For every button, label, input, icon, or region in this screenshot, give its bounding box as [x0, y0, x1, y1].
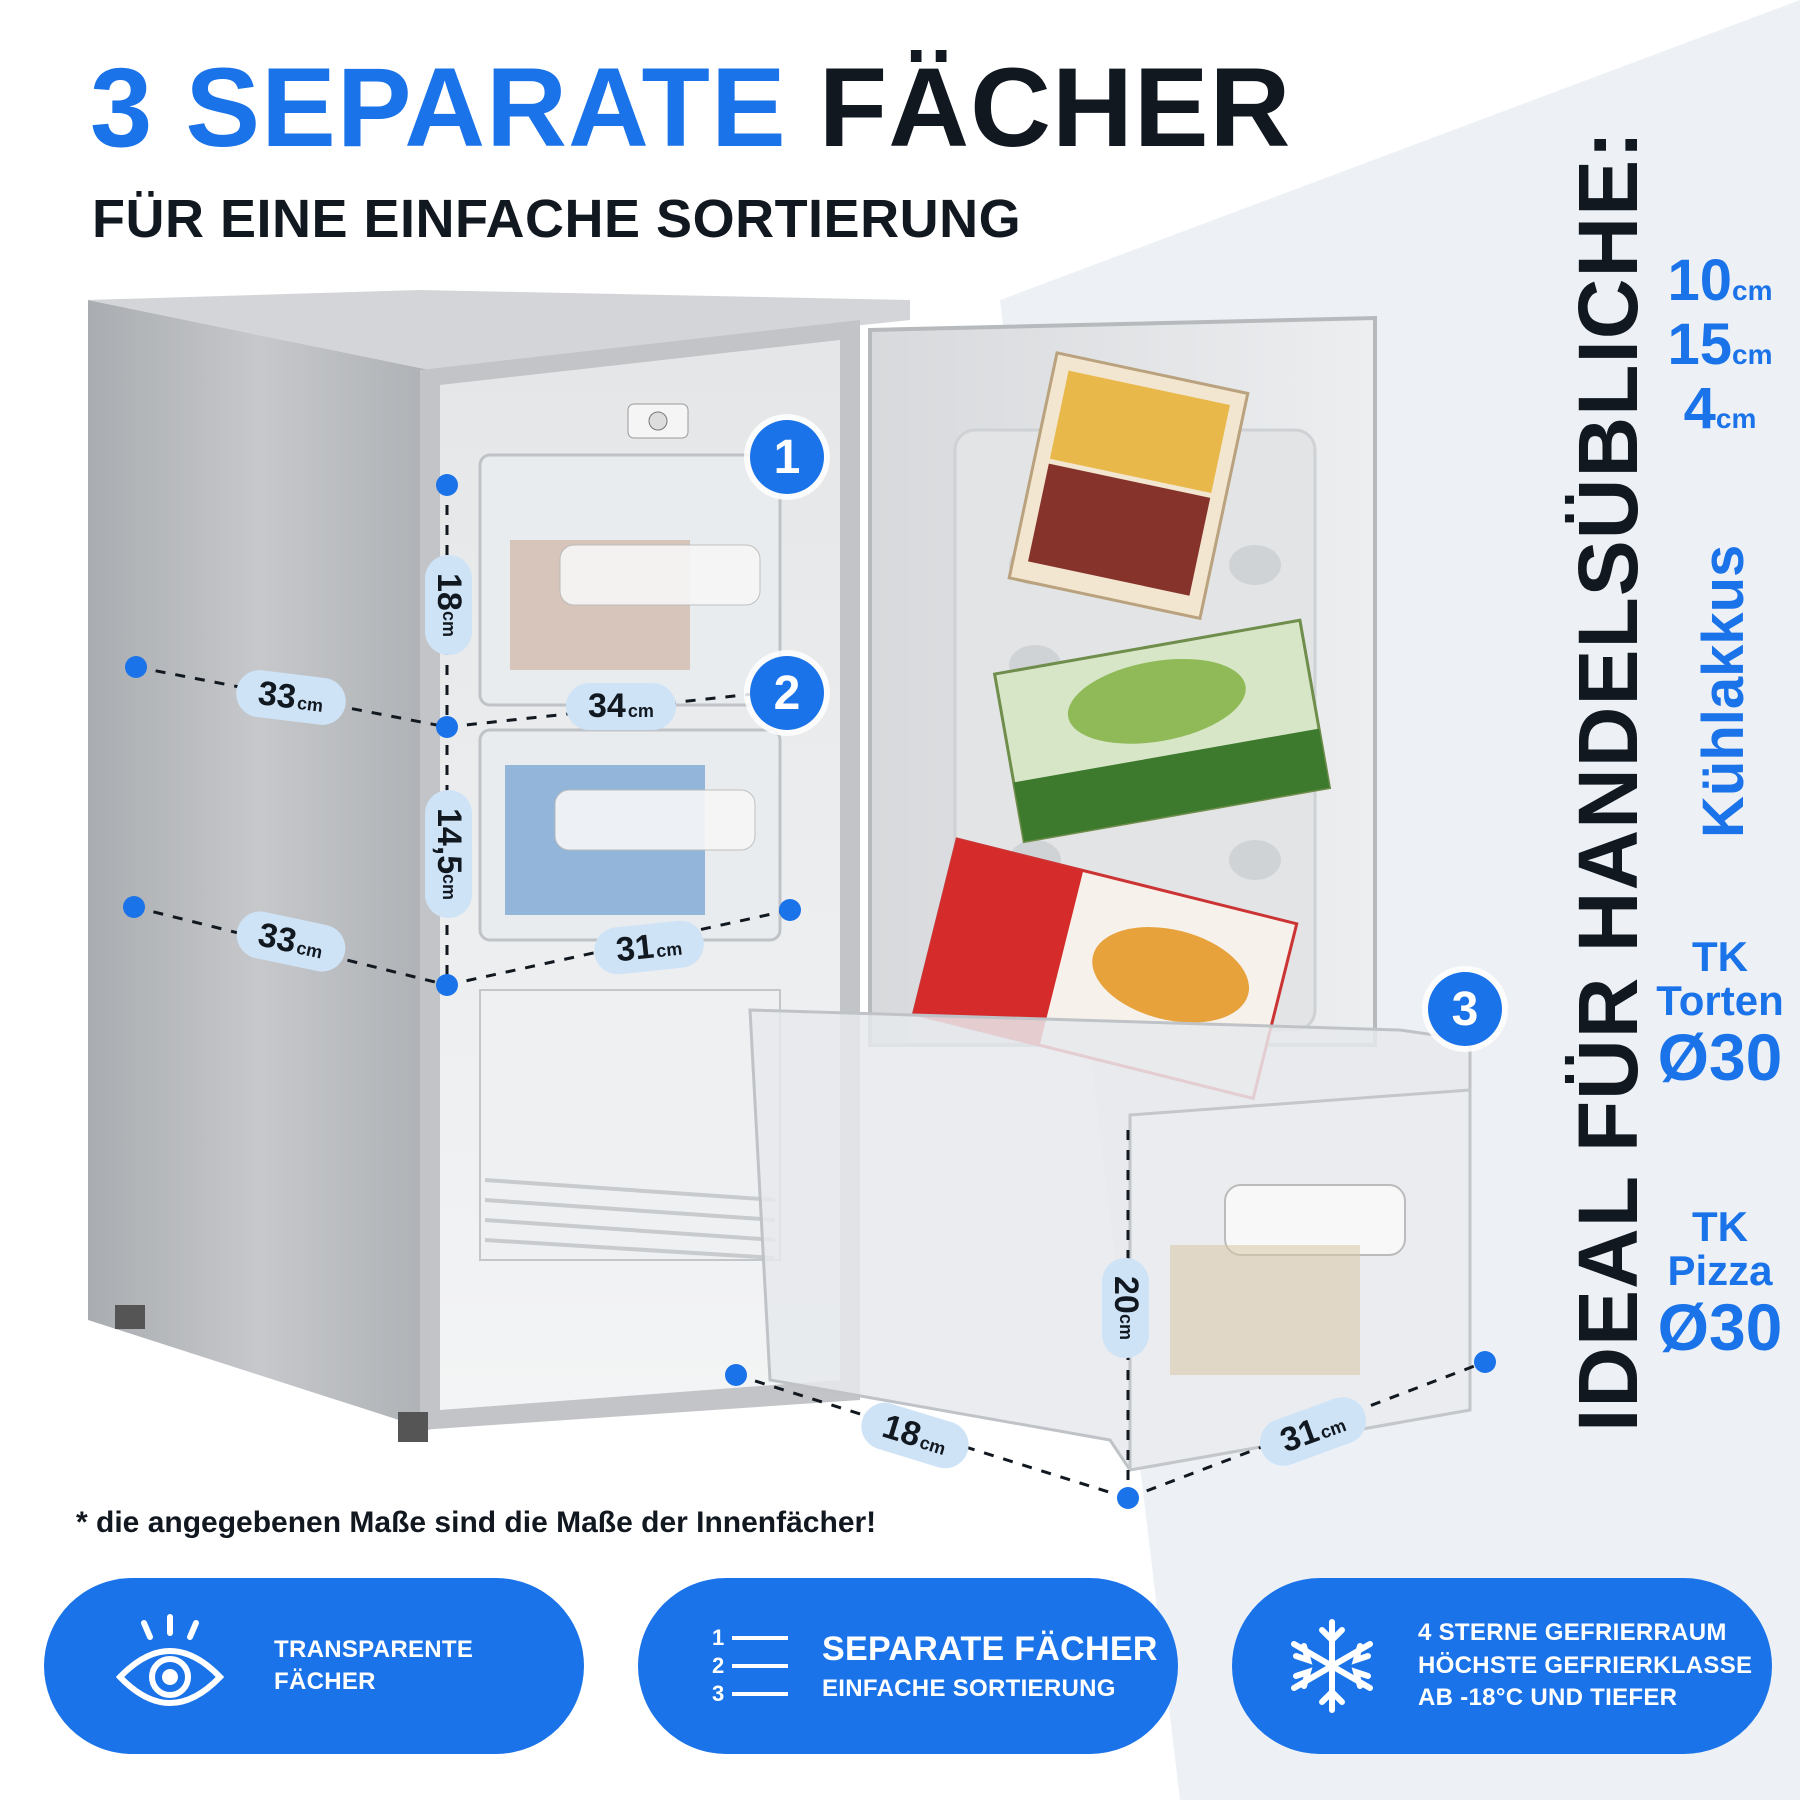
footnote: * die angegebenen Maße sind die Maße der… — [76, 1506, 877, 1539]
feature-separate: 1 2 3 SEPARATE FÄCHER EINFACHE SORTIERUN… — [638, 1578, 1178, 1754]
kuehlakkus-label: Kühlakkus — [1691, 544, 1756, 838]
feature-transparent-text: TRANSPARENTE FÄCHER — [274, 1635, 474, 1695]
numbered-list-icon: 1 2 3 — [712, 1624, 792, 1708]
freezer-top — [88, 290, 910, 370]
food-box-pommes — [1007, 351, 1250, 621]
subtitle: FÜR EINE EINFACHE SORTIERUNG — [92, 189, 1022, 249]
eye-icon — [115, 1614, 225, 1706]
marker-drawer-3: 3 — [1428, 972, 1502, 1046]
size-10cm: 10cm — [1667, 248, 1773, 313]
freezer-side — [88, 300, 430, 1430]
title-highlight: 3 SEPARATE — [90, 45, 787, 170]
marker-drawer-1: 1 — [750, 420, 824, 494]
size-4cm: 4cm — [1683, 376, 1757, 441]
feature-transparent: TRANSPARENTE FÄCHER — [44, 1578, 584, 1754]
tk-torten: TK Torten Ø30 — [1656, 933, 1784, 1095]
tk-pizza: TK Pizza Ø30 — [1657, 1203, 1783, 1365]
snowflake-icon — [1291, 1619, 1373, 1713]
feature-freezing-text: 4 STERNE GEFRIERRAUM HÖCHSTE GEFRIERKLAS… — [1418, 1619, 1753, 1712]
main-title: 3 SEPARATE FÄCHER — [90, 52, 1291, 164]
feature-freezing: 4 STERNE GEFRIERRAUM HÖCHSTE GEFRIERKLAS… — [1232, 1578, 1772, 1754]
food-box-erbsen — [992, 618, 1332, 844]
marker-drawer-2: 2 — [750, 656, 824, 730]
feature-separate-text: SEPARATE FÄCHER EINFACHE SORTIERUNG — [822, 1629, 1158, 1702]
size-15cm: 15cm — [1667, 312, 1773, 377]
bottom-compartment — [479, 989, 781, 1261]
title-rest: FÄCHER — [818, 45, 1292, 170]
